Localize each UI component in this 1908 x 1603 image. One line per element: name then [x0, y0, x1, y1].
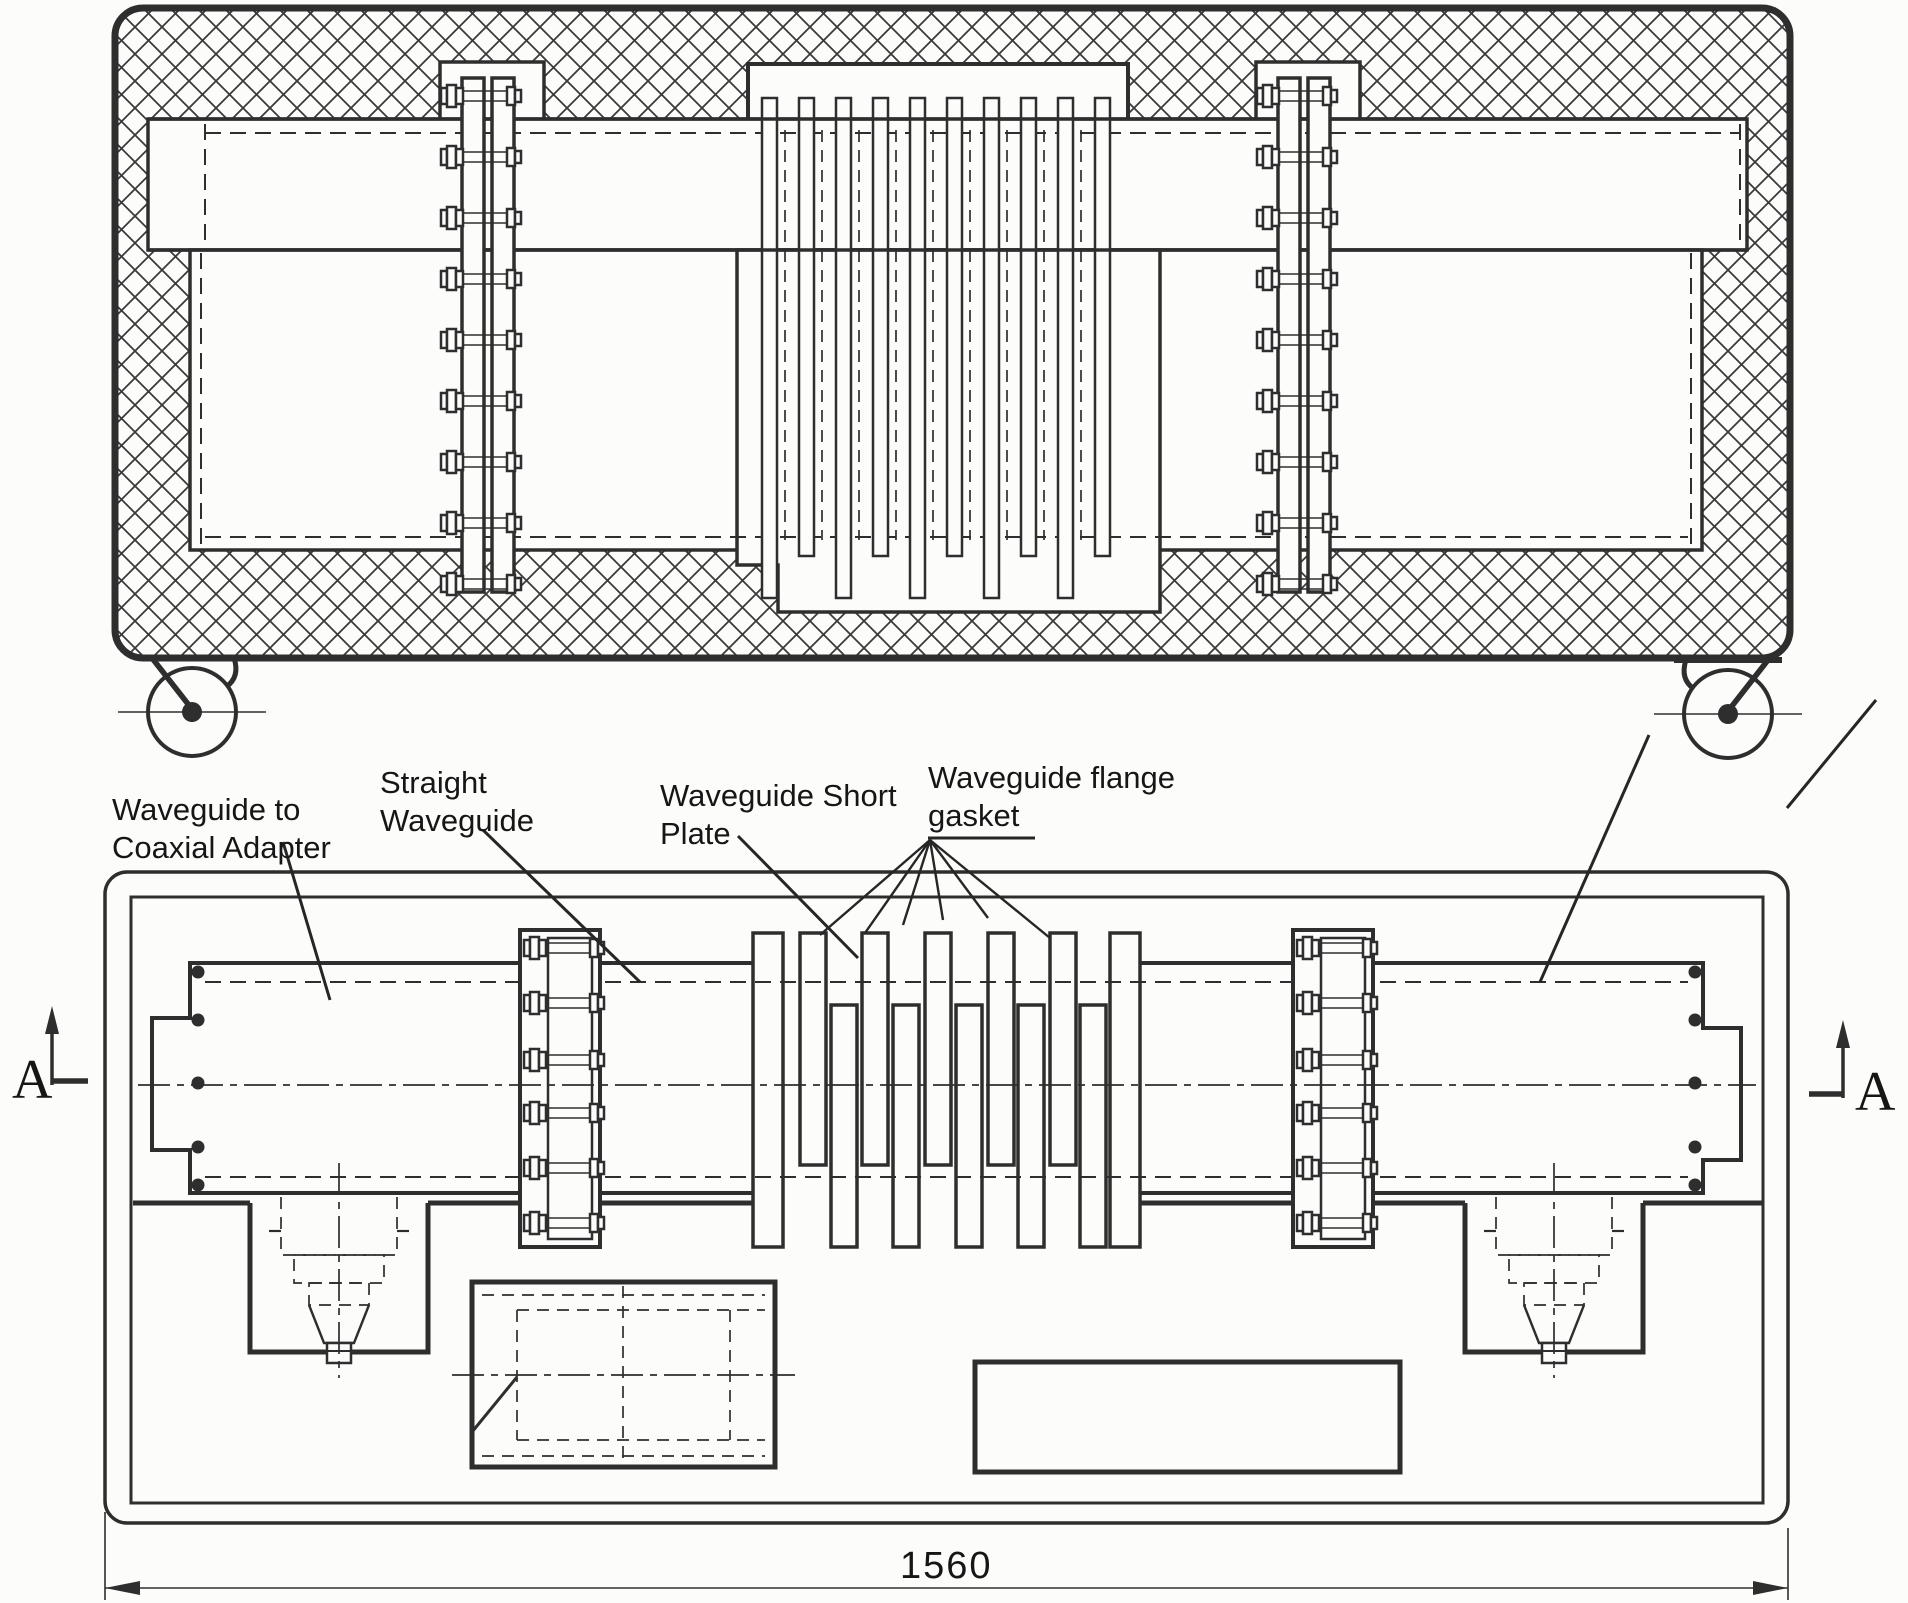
leader-straight-waveguide [481, 828, 642, 984]
section-marker-right: A [1809, 1020, 1896, 1123]
plan-view: A A [12, 699, 1896, 1600]
label-adapter-line1: Waveguide to [112, 792, 300, 827]
leader-unlabeled-2 [1785, 699, 1878, 809]
section-letter-right: A [1855, 1061, 1896, 1123]
adapter-body-left [150, 961, 522, 1195]
straight-waveguide-edges [600, 961, 1293, 1195]
leader-lines [281, 699, 1878, 1001]
section-marker-left: A [12, 1006, 88, 1111]
bolted-flange-right-section [1255, 76, 1339, 597]
bolted-flange-left-plan [518, 928, 606, 1249]
leader-unlabeled-1 [1538, 734, 1651, 983]
label-adapter-line2: Coaxial Adapter [112, 830, 331, 865]
label-short-plate-line1: Waveguide Short [660, 778, 897, 813]
label-short-plate-line2: Plate [660, 816, 731, 851]
caster-left [118, 658, 266, 756]
bolted-flange-right-plan [1291, 928, 1379, 1249]
fin-plates [760, 96, 1112, 600]
label-gasket-line2: gasket [928, 798, 1020, 833]
enclosure-inner-wall [129, 895, 1765, 1505]
adapter-body-right [1371, 961, 1743, 1195]
choke-comb [751, 931, 1142, 1249]
label-straight-line1: Straight [380, 765, 487, 800]
section-letter-left: A [12, 1049, 53, 1111]
aux-box-with-diagonal [452, 1279, 795, 1470]
aux-box-plain [972, 1359, 1403, 1475]
leader-adapter [281, 841, 332, 1001]
leader-gasket-fan [819, 836, 1051, 939]
cover-screws [191, 965, 1702, 1192]
callout-labels: Waveguide to Coaxial Adapter Straight Wa… [112, 760, 1175, 865]
dimension-value: 1560 [900, 1545, 993, 1587]
dimension-overall: 1560 [104, 1512, 1789, 1600]
bolted-flange-left-section [439, 76, 523, 597]
label-gasket-line1: Waveguide flange [928, 760, 1175, 795]
label-straight-line2: Waveguide [380, 803, 534, 838]
caster-right [1654, 660, 1802, 758]
section-view [111, 4, 1802, 758]
leader-short-plate [736, 834, 860, 960]
hidden-lines-plan [205, 981, 1688, 1178]
